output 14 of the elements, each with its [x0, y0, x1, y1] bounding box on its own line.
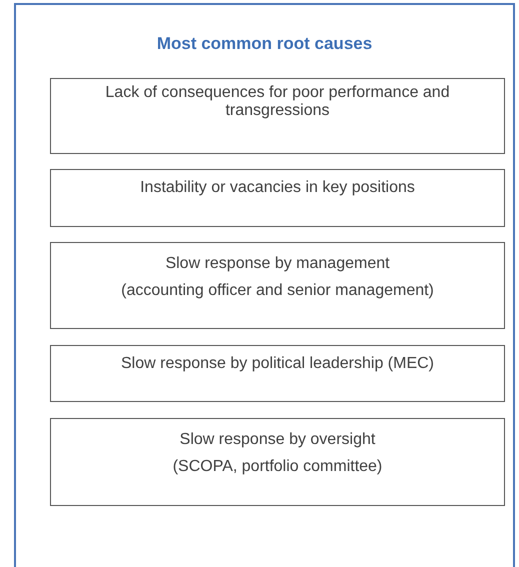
- cause-box: [50, 169, 505, 227]
- cause-text: Slow response by management: [165, 254, 390, 274]
- panel-title: Most common root causes: [156, 34, 374, 54]
- panel: [14, 3, 515, 567]
- cause-text: Slow response by political leadership (MEC): [120, 354, 434, 374]
- cause-text: Instability or vacancies in key positions: [140, 178, 415, 198]
- cause-text: Lack of consequences for poor performance and transgressions: [104, 84, 451, 120]
- cause-box: [50, 78, 505, 154]
- cause-box: [50, 345, 505, 402]
- cause-text: (accounting officer and senior management): [121, 281, 434, 301]
- cause-text: Slow response by oversight: [180, 430, 376, 450]
- cause-box: [50, 418, 505, 506]
- cause-box: [50, 242, 505, 329]
- cause-text: (SCOPA, portfolio committee): [172, 457, 382, 477]
